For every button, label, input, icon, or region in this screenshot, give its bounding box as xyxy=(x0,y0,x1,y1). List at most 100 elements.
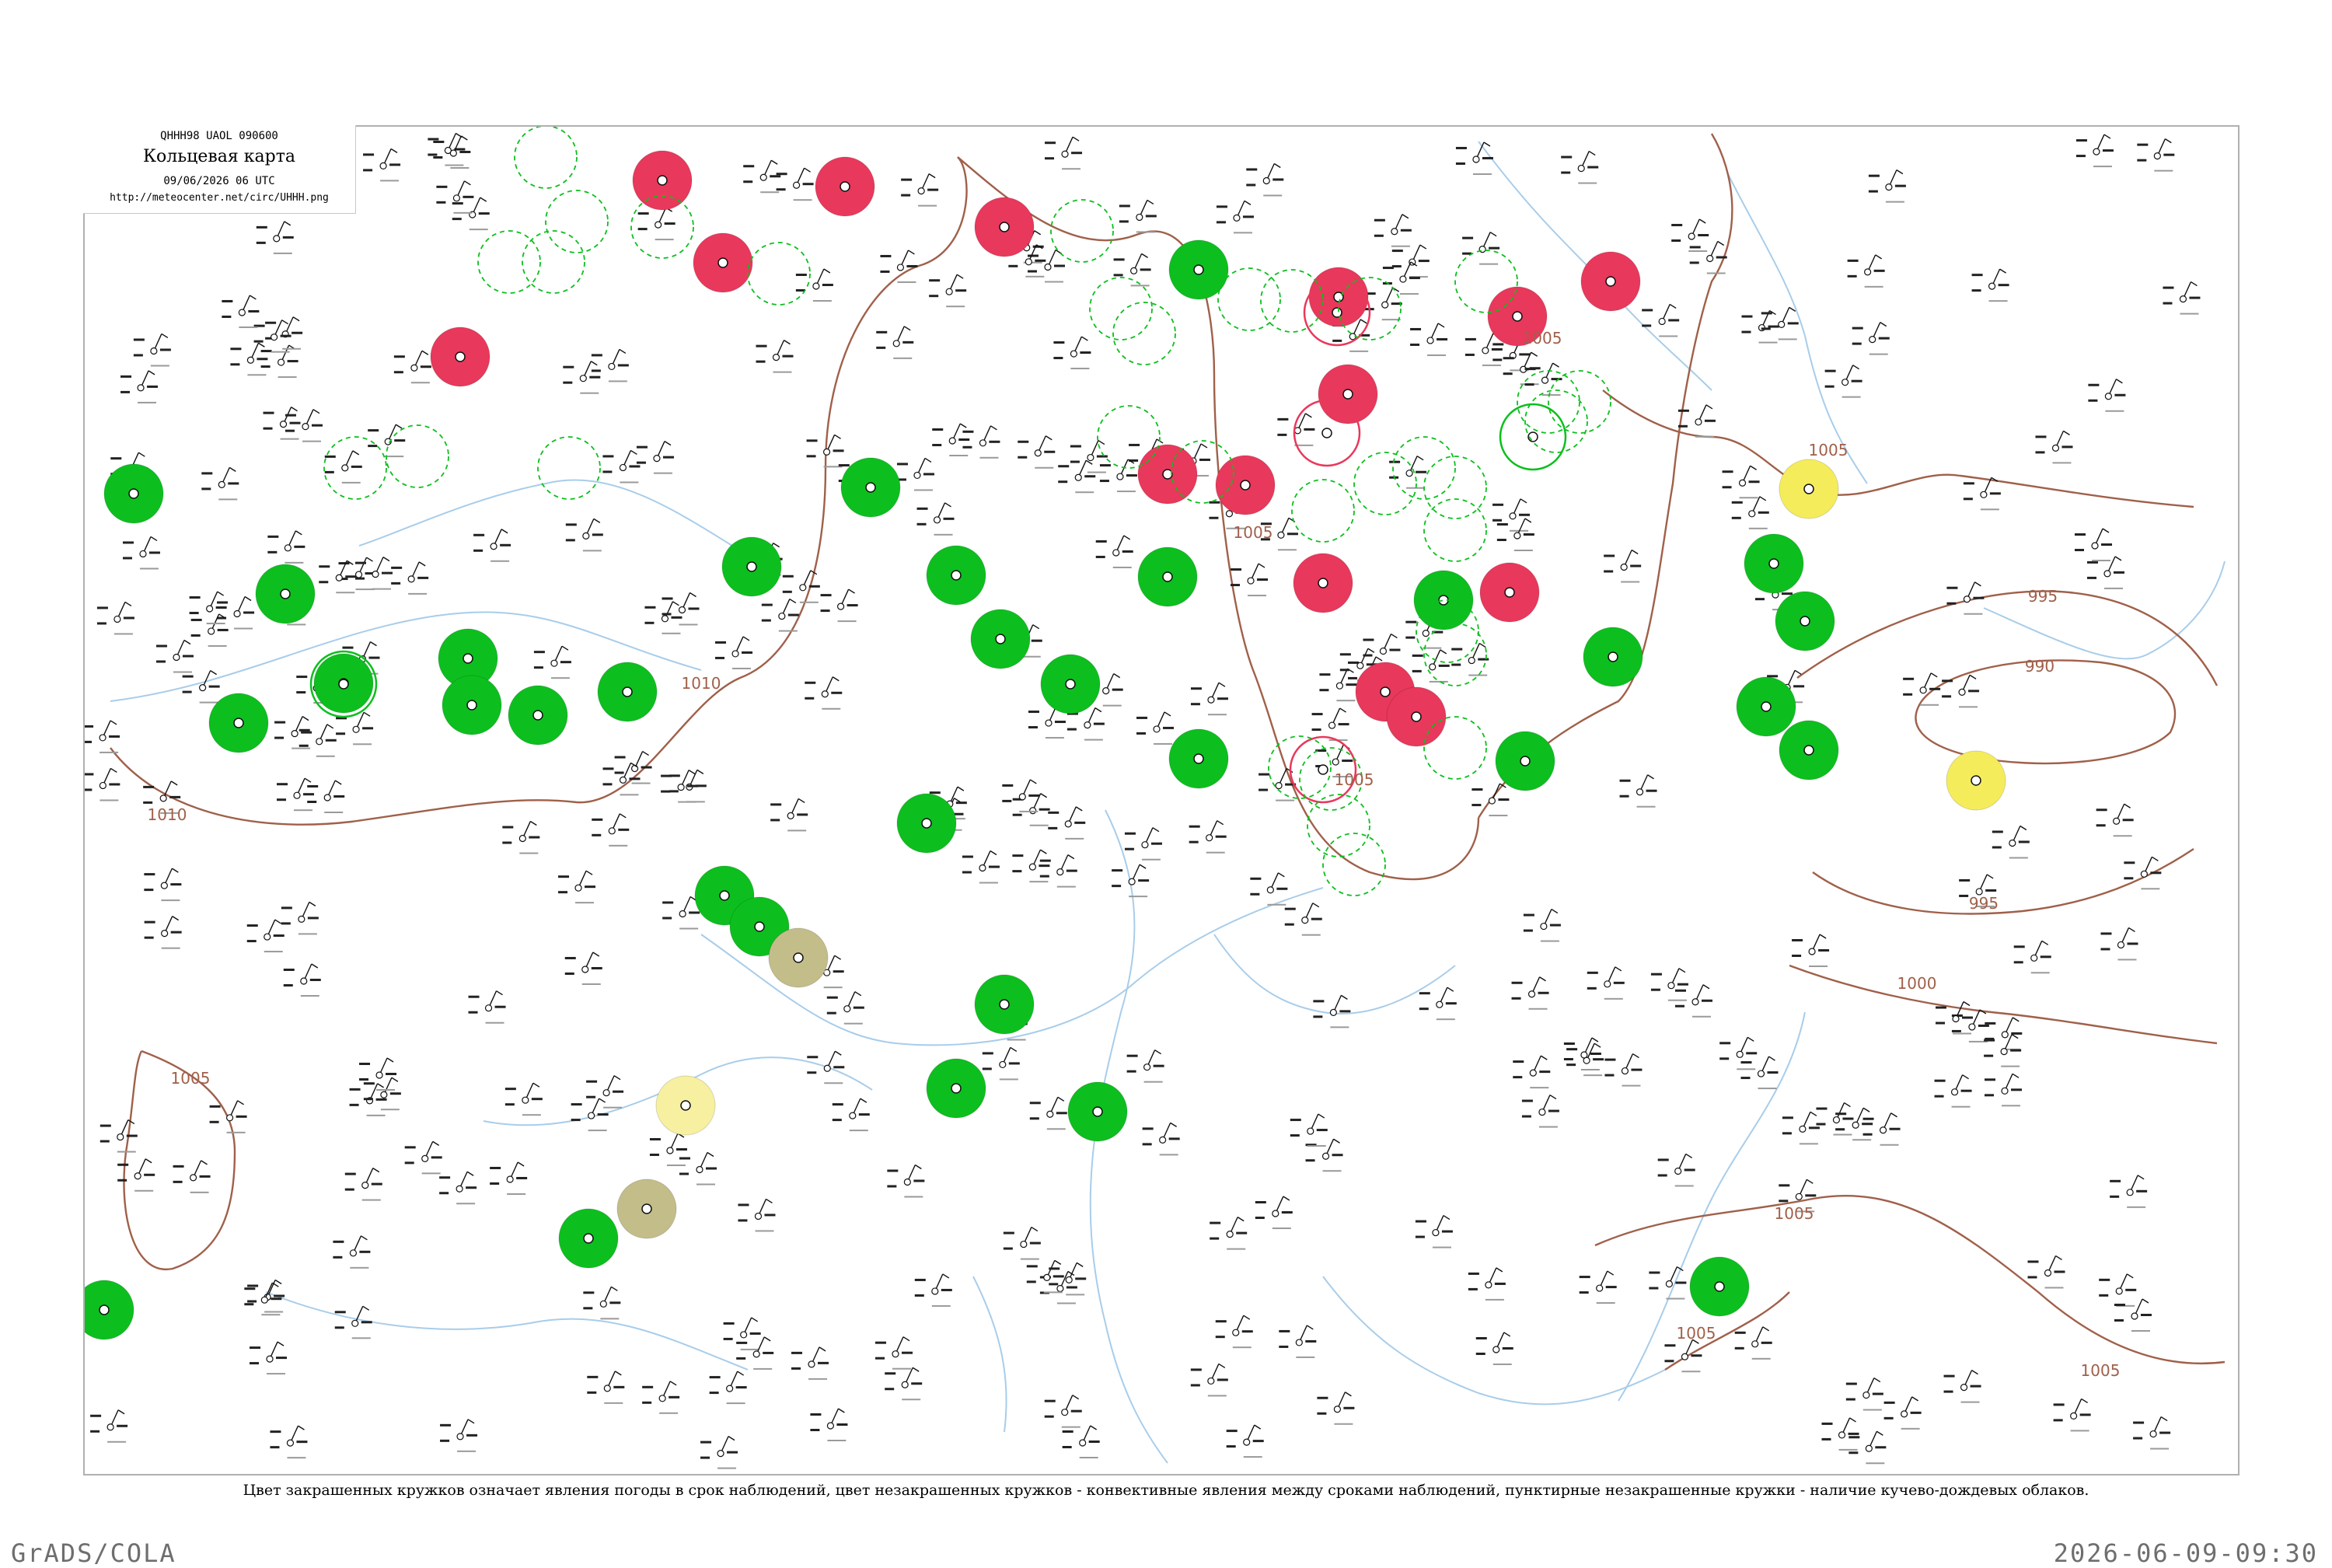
station-dot xyxy=(754,921,765,932)
station-plot xyxy=(738,1198,776,1232)
station-plot xyxy=(1513,1055,1551,1089)
station-plot xyxy=(336,711,374,746)
station-plot xyxy=(1374,214,1412,247)
station-plot xyxy=(820,588,858,623)
station-dot xyxy=(1240,480,1251,491)
station-dot xyxy=(583,1233,594,1244)
river-line xyxy=(358,479,733,547)
station-plot xyxy=(504,1082,543,1116)
station-plot xyxy=(155,639,194,673)
rivers-layer xyxy=(110,141,2226,1464)
station-plot xyxy=(1471,783,1510,817)
station-plot xyxy=(1095,535,1133,568)
station-plot xyxy=(217,595,255,630)
station-plot xyxy=(1521,1094,1559,1128)
station-plot xyxy=(270,1425,308,1459)
isobar-label: 1005 xyxy=(171,1069,211,1088)
station-plot xyxy=(587,1371,625,1404)
station-plot xyxy=(368,424,406,458)
station-plot xyxy=(1524,362,1562,396)
station-plot xyxy=(1847,254,1885,288)
station-plot xyxy=(709,1371,747,1405)
cb-cloud-ring xyxy=(477,230,541,294)
station-dot xyxy=(999,999,1010,1010)
cb-cloud-ring xyxy=(630,195,694,259)
station-plot xyxy=(1231,563,1269,597)
station-dot xyxy=(1065,679,1076,690)
station-plot xyxy=(277,777,315,812)
station-plot xyxy=(1190,1363,1228,1397)
legend-caption: Цвет закрашенных кружков означает явлени… xyxy=(243,1482,2089,1499)
station-plot xyxy=(563,361,601,394)
station-plot xyxy=(571,1098,609,1132)
river-line xyxy=(1213,934,1456,1014)
isobar-line xyxy=(1594,1195,2226,1365)
isobar-label: 1005 xyxy=(1523,329,1562,347)
station-plot xyxy=(1971,268,2009,302)
station-dot xyxy=(1761,701,1772,712)
station-plot xyxy=(253,320,292,353)
isobar-line xyxy=(1915,659,2177,765)
isobar-line xyxy=(957,156,1480,881)
station-plot xyxy=(473,529,511,562)
station-plot xyxy=(452,197,490,231)
station-dot xyxy=(1318,578,1328,588)
isobar-line xyxy=(1602,389,2194,508)
cb-cloud-ring xyxy=(1097,405,1161,469)
stations-layer xyxy=(85,132,2201,1469)
station-plot xyxy=(2088,379,2126,412)
station-plot xyxy=(1936,1001,1974,1035)
cb-cloud-ring xyxy=(537,436,601,500)
station-plot xyxy=(1062,1425,1100,1459)
station-plot xyxy=(144,868,182,902)
isobars-layer xyxy=(110,133,2226,1371)
station-plot xyxy=(1067,707,1105,741)
station-plot xyxy=(285,409,323,442)
station-plot xyxy=(636,441,674,474)
red-weather-circle xyxy=(1289,735,1357,804)
station-plot xyxy=(260,344,298,379)
station-plot xyxy=(246,919,285,953)
station-plot xyxy=(1259,767,1297,801)
station-dot xyxy=(1714,1281,1725,1292)
station-plot xyxy=(133,333,171,367)
river-line xyxy=(1983,560,2226,660)
station-plot xyxy=(391,561,429,595)
station-plot xyxy=(2027,1255,2065,1289)
station-plot xyxy=(1044,1395,1082,1428)
station-dot xyxy=(463,653,473,664)
station-plot xyxy=(1496,518,1534,552)
station-plot xyxy=(1363,633,1401,667)
station-plot xyxy=(1943,1370,1981,1403)
cb-cloud-ring xyxy=(1112,302,1176,365)
river-line xyxy=(1618,1011,1806,1402)
cb-cloud-ring xyxy=(1423,498,1487,562)
station-plot xyxy=(1260,517,1298,551)
station-plot xyxy=(307,780,345,813)
cb-cloud-ring xyxy=(747,242,811,306)
station-plot xyxy=(1255,1196,1293,1230)
station-plot xyxy=(761,598,799,632)
cb-cloud-ring xyxy=(1307,794,1370,857)
station-dot xyxy=(1092,1106,1103,1117)
river-line xyxy=(1322,1276,1666,1406)
cb-cloud-ring xyxy=(1050,199,1114,263)
station-plot xyxy=(1389,456,1427,489)
station-plot xyxy=(885,1367,923,1401)
station-plot xyxy=(1852,322,1890,355)
station-plot xyxy=(117,1158,155,1192)
station-plot xyxy=(344,1168,382,1201)
red-weather-circle xyxy=(1303,278,1371,347)
station-dot xyxy=(1803,484,1814,494)
station-dot xyxy=(865,482,876,493)
isobar-label: 1005 xyxy=(2081,1361,2121,1380)
station-plot xyxy=(2100,927,2138,961)
cb-cloud-ring xyxy=(1353,452,1417,515)
isobar-line xyxy=(1812,848,2194,915)
station-plot xyxy=(1959,874,1997,907)
station-plot xyxy=(1649,1266,1687,1300)
station-plot xyxy=(807,1050,845,1084)
isobar-label: 1010 xyxy=(148,805,187,824)
isobar-line xyxy=(1796,590,2219,686)
